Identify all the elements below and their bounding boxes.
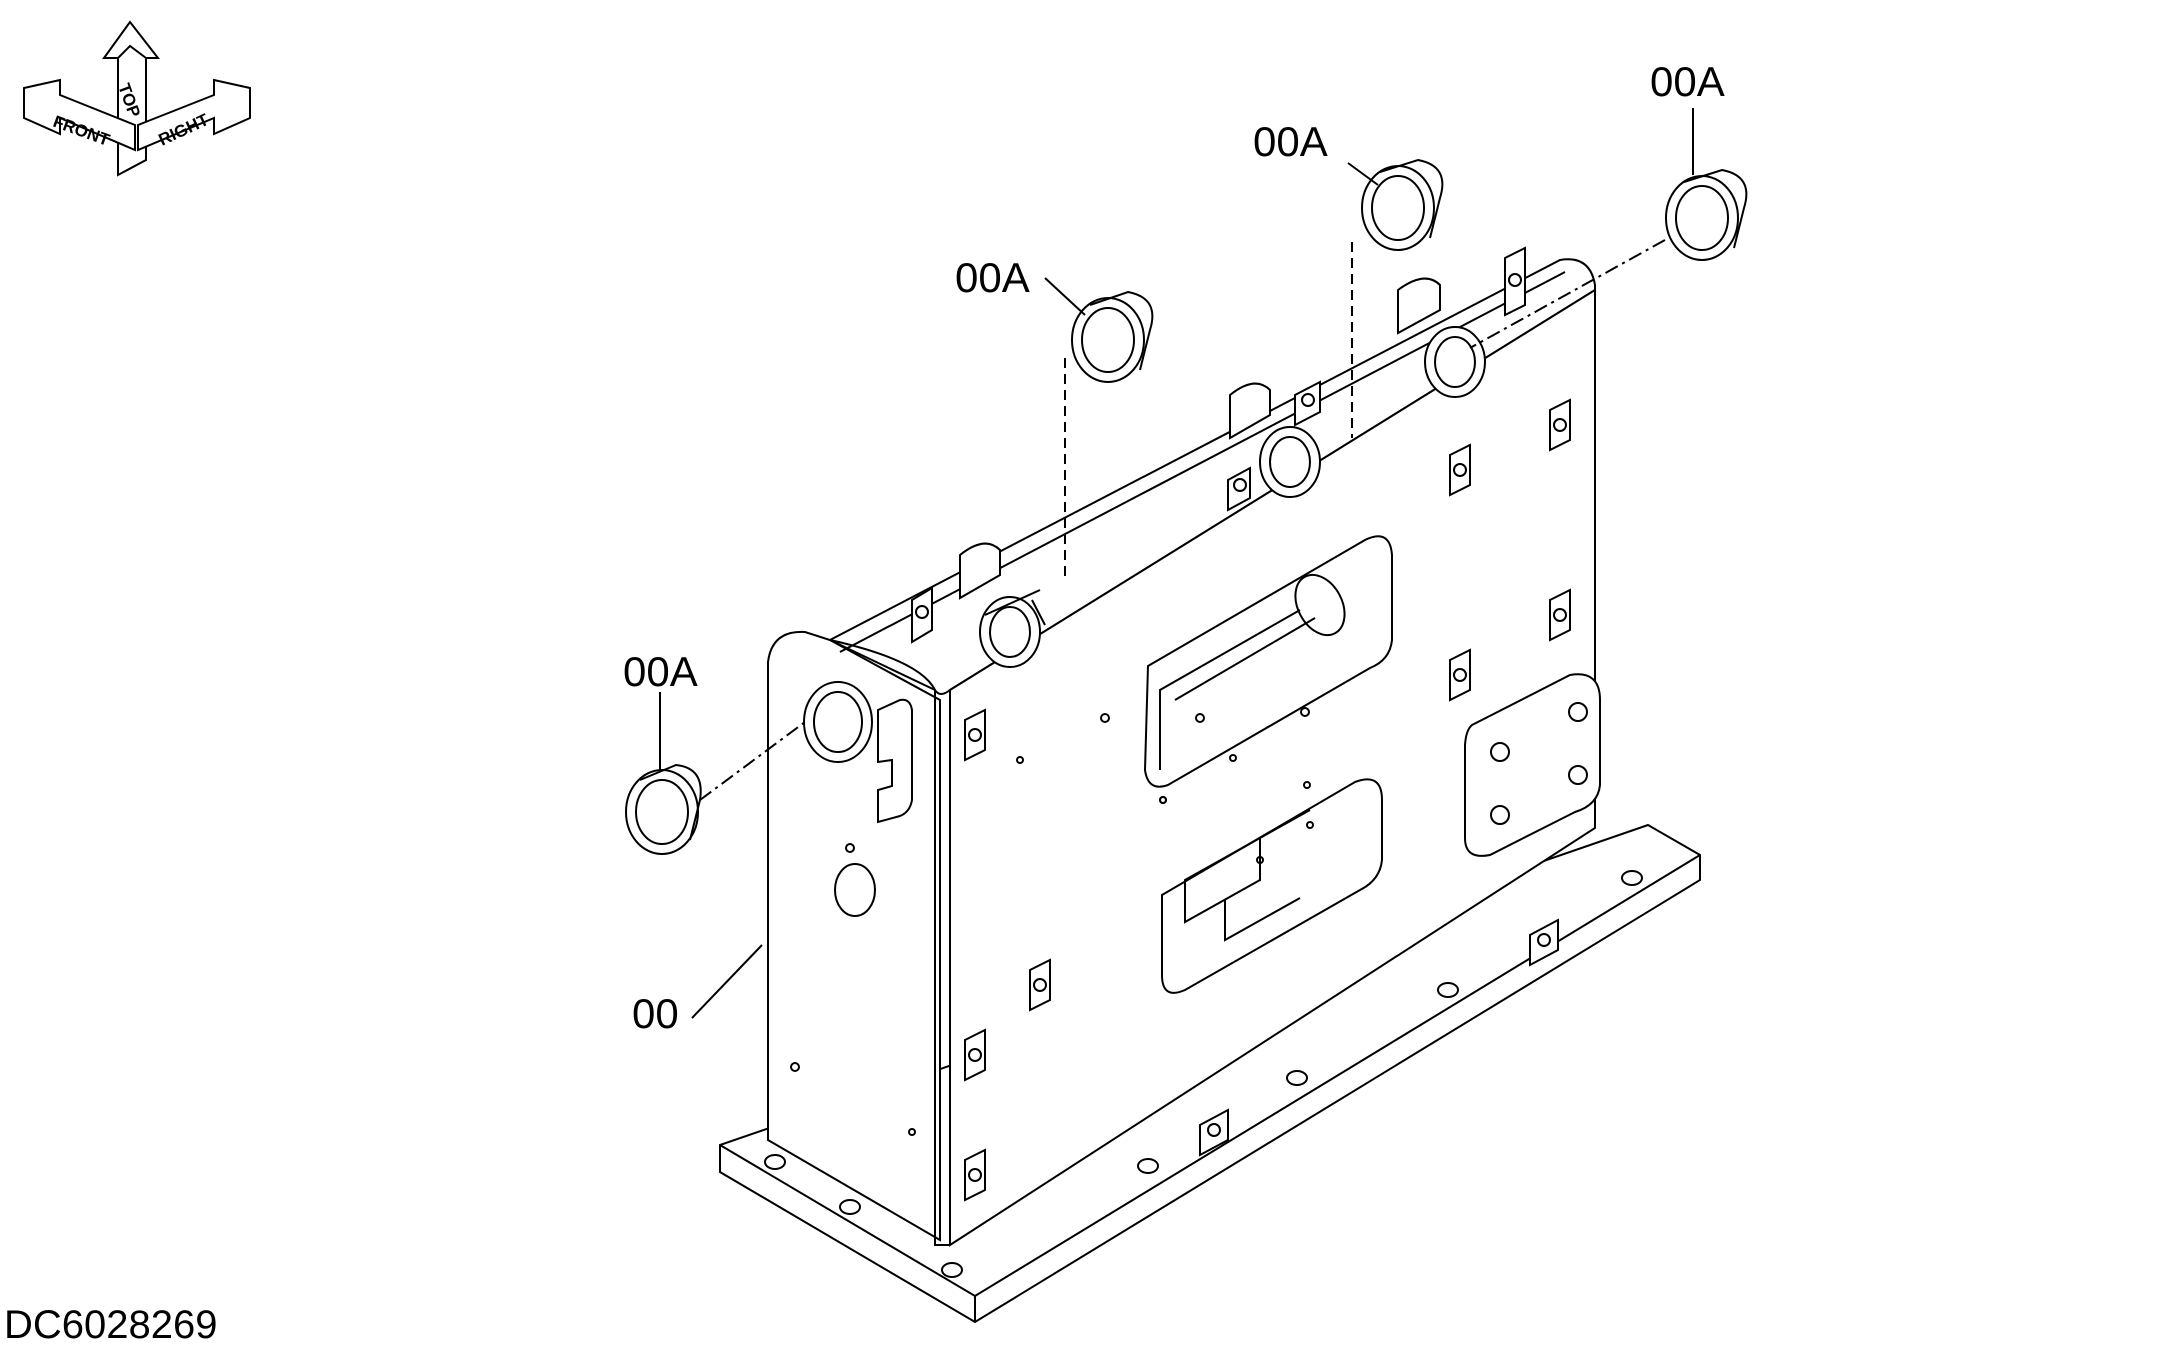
bushing-00a-3 <box>1361 158 1444 251</box>
bushing-00a-4 <box>1665 168 1748 261</box>
assembly-lines <box>699 239 1666 801</box>
callout-label-00a-left: 00A <box>623 648 698 695</box>
installed-bushings <box>959 277 1486 668</box>
callout-leaders <box>659 108 1694 1019</box>
orientation-indicator: FRONT TOP RIGHT <box>23 20 251 177</box>
bushing-00a-2 <box>1071 290 1154 383</box>
document-id: DC6028269 <box>4 1303 218 1345</box>
callout-label-00a-right: 00A <box>1650 58 1725 105</box>
callout-label-00a-mid-right: 00A <box>1253 118 1328 165</box>
main-housing <box>767 246 1601 1247</box>
callout-label-00a-mid-left: 00A <box>955 254 1030 301</box>
bracket-set <box>911 246 1571 1202</box>
callout-label-00: 00 <box>632 990 679 1037</box>
bushing-00a-1 <box>625 763 702 855</box>
